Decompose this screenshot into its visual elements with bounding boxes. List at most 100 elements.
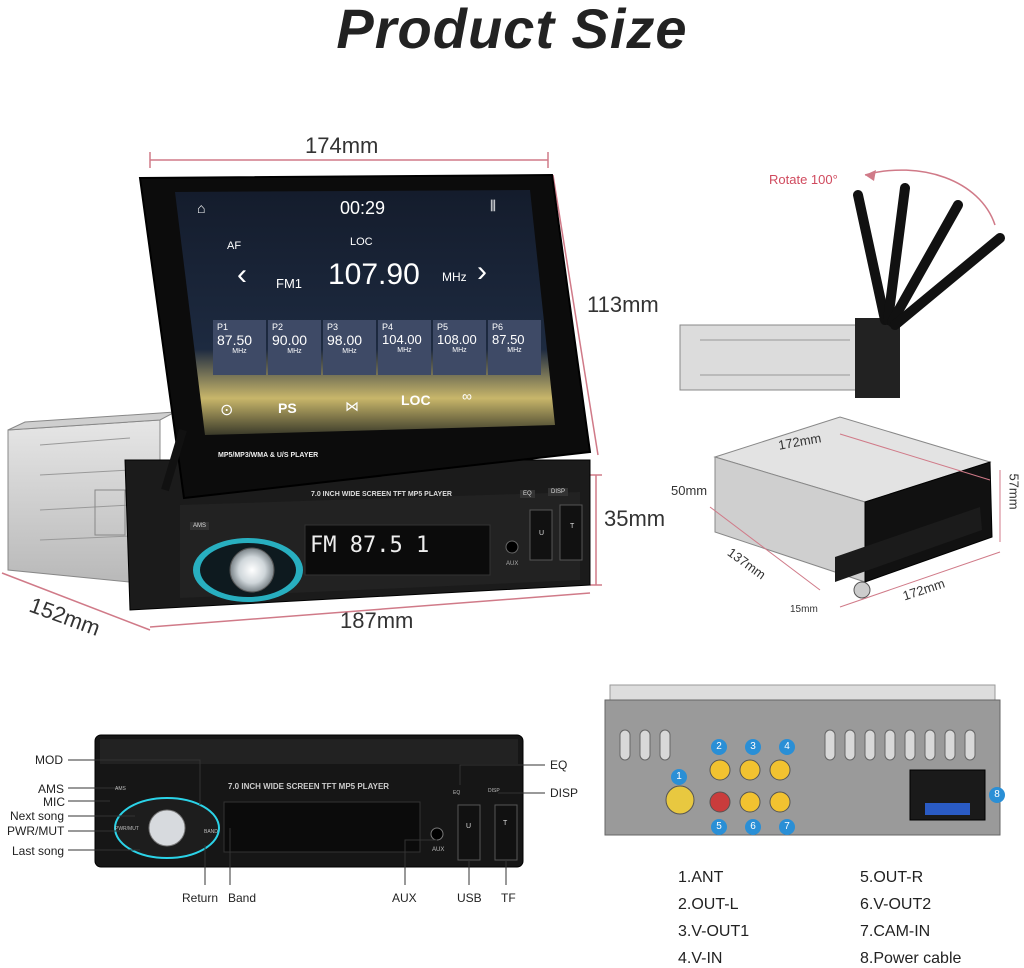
dim-height-screen: 113mm	[587, 292, 659, 317]
connector-badge: 3	[745, 739, 761, 755]
panel-disp-button[interactable]: DISP	[548, 488, 569, 496]
rotate-label: Rotate 100°	[769, 172, 838, 187]
page-title: Product Size	[336, 0, 688, 60]
link-icon[interactable]: ∞	[462, 388, 472, 404]
connector-badge: 8	[989, 787, 1005, 803]
front-model-text: 7.0 INCH WIDE SCREEN TFT MP5 PLAYER	[228, 782, 390, 791]
panel-lcd: FM 87.5 1	[310, 533, 430, 558]
preset-unit: MHz	[287, 348, 302, 355]
next-icon[interactable]: ›	[477, 255, 487, 288]
front-eq-button[interactable]: EQ	[453, 790, 461, 796]
panel-aux-label: AUX	[506, 561, 519, 567]
preset-freq: 98.00	[327, 332, 363, 348]
preset-unit: MHz	[507, 347, 522, 354]
preset-name: P2	[272, 322, 284, 332]
back-icon[interactable]: ⊙	[220, 402, 234, 419]
preset-freq: 108.00	[437, 332, 477, 347]
preset-freq: 90.00	[272, 332, 308, 348]
preset-freq: 87.50	[217, 332, 253, 348]
front-band-button[interactable]: BAND	[204, 829, 218, 835]
screen-loc-top: LOC	[350, 236, 373, 248]
home-icon[interactable]: ⌂	[197, 200, 206, 216]
screen-band: FM1	[276, 276, 302, 291]
preset-unit: MHz	[342, 348, 357, 355]
screen-loc-bottom[interactable]: LOC	[401, 392, 431, 408]
preset-name: P3	[327, 322, 339, 332]
connector-label: 4.V-IN	[678, 950, 723, 967]
preset-item[interactable]: P1 87.50 MHz	[213, 320, 266, 375]
front-panel-illustration	[68, 734, 545, 885]
connector-label: 3.V-OUT1	[678, 923, 750, 940]
label-tf: TF	[501, 891, 516, 905]
preset-list: P1 87.50 MHz P2 90.00 MHz P3 98.00 MHz P…	[213, 320, 541, 375]
preset-name: P6	[492, 322, 504, 332]
panel-ams-button[interactable]: AMS	[190, 522, 210, 530]
screen-af: AF	[227, 240, 242, 252]
connector-label: 6.V-OUT2	[860, 896, 932, 913]
dim-width-top: 174mm	[305, 133, 379, 158]
front-disp-button[interactable]: DISP	[488, 788, 500, 794]
connector-label: 2.OUT-L	[678, 896, 739, 913]
side-view-illustration	[709, 416, 1001, 608]
label-return: Return	[182, 891, 219, 905]
label-mic: MIC	[43, 795, 65, 809]
connector-badge: 4	[779, 739, 795, 755]
connector-label: 1.ANT	[678, 869, 724, 886]
preset-freq: 104.00	[382, 332, 422, 347]
connector-badge: 1	[671, 769, 687, 785]
preset-item[interactable]: P5 108.00 MHz	[433, 320, 486, 375]
connector-badge: 7	[779, 819, 795, 835]
screen-ps[interactable]: PS	[278, 400, 297, 416]
prev-icon[interactable]: ‹	[237, 258, 247, 291]
connector-badge: 2	[711, 739, 727, 755]
front-usb-letter: U	[466, 823, 472, 830]
preset-item[interactable]: P6 87.50 MHz	[488, 320, 541, 375]
preset-name: P5	[437, 322, 449, 332]
rotate-illustration	[679, 169, 1005, 398]
panel-model-text: 7.0 INCH WIDE SCREEN TFT MP5 PLAYER	[311, 491, 452, 498]
front-aux-label: AUX	[432, 847, 445, 853]
front-pwr-button[interactable]: PWR/MUT	[115, 826, 139, 832]
preset-unit: MHz	[397, 347, 412, 354]
connector-label: 5.OUT-R	[860, 869, 924, 886]
label-band: Band	[228, 891, 257, 905]
connector-label: 8.Power cable	[860, 950, 962, 967]
dim-height-body: 35mm	[604, 506, 666, 531]
screen-time: 00:29	[340, 198, 386, 218]
preset-item[interactable]: P2 90.00 MHz	[268, 320, 321, 375]
dim-side-height-left: 50mm	[671, 483, 708, 498]
label-disp: DISP	[550, 786, 579, 800]
label-mod: MOD	[35, 753, 63, 767]
screen-frequency: 107.90	[328, 258, 420, 291]
label-usb: USB	[457, 891, 482, 905]
dim-side-height-right: 57mm	[1006, 473, 1022, 510]
preset-item[interactable]: P4 104.00 MHz	[378, 320, 431, 375]
preset-item[interactable]: P3 98.00 MHz	[323, 320, 376, 375]
label-aux: AUX	[392, 891, 417, 905]
front-ams-button[interactable]: AMS	[115, 786, 126, 792]
panel-eq-button[interactable]: EQ	[520, 490, 535, 498]
label-pwr-mut: PWR/MUT	[7, 824, 65, 838]
preset-unit: MHz	[232, 348, 247, 355]
menu-icon[interactable]: ⫼	[490, 198, 496, 213]
preset-unit: MHz	[452, 347, 467, 354]
preset-name: P1	[217, 322, 229, 332]
panel-tf-letter: T	[570, 523, 575, 530]
preset-freq: 87.50	[492, 332, 525, 347]
speaker-icon[interactable]: ⋈	[345, 398, 359, 414]
screen-unit: MHz	[442, 270, 467, 284]
dim-width-front: 187mm	[340, 608, 414, 633]
label-ams: AMS	[38, 782, 65, 796]
screen-caption: MP5/MP3/WMA & U/S PLAYER	[218, 452, 319, 459]
preset-name: P4	[382, 322, 394, 332]
connector-badge: 5	[711, 819, 727, 835]
label-last-song: Last song	[12, 844, 65, 858]
dim-side-front-depth: 15mm	[790, 604, 818, 615]
connector-label: 7.CAM-IN	[860, 923, 931, 940]
panel-usb-letter: U	[539, 530, 545, 537]
label-next-song: Next song	[10, 809, 65, 823]
front-tf-letter: T	[503, 820, 508, 827]
connector-badge: 6	[745, 819, 761, 835]
rear-panel-illustration	[604, 684, 1001, 836]
label-eq: EQ	[550, 758, 568, 772]
